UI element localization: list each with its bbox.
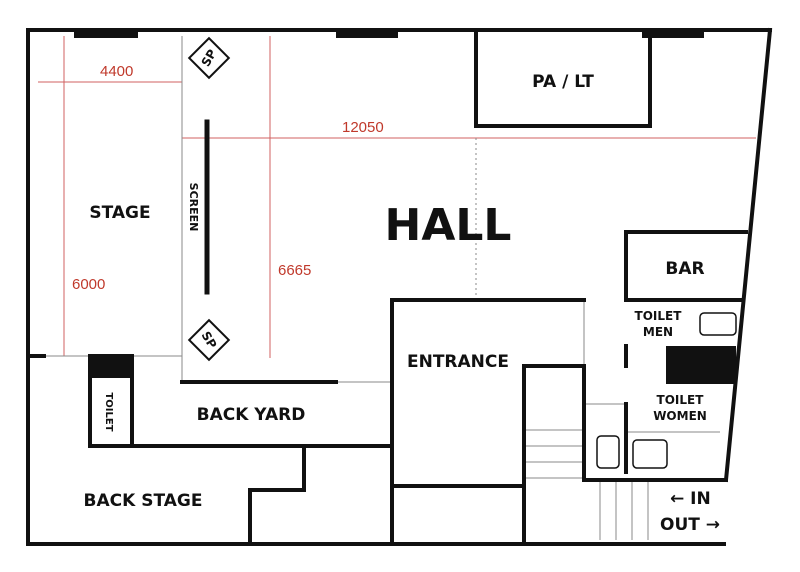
dimension-hall-depth: 6665 (278, 262, 311, 279)
dimension-hall-width: 12050 (342, 119, 384, 136)
back-stage-label: BACK STAGE (84, 491, 203, 511)
toilet-women-label-2: WOMEN (653, 409, 707, 423)
toilet-block-back (90, 356, 132, 378)
entrance-label: ENTRANCE (407, 352, 509, 372)
dimension-stage-width: 4400 (100, 63, 133, 80)
toilet-men-label-2: MEN (643, 325, 673, 339)
out-label: OUT → (660, 515, 720, 535)
bar-label: BAR (665, 259, 704, 279)
toilet-women-label-1: TOILET (657, 393, 705, 407)
toilet-block-women (666, 346, 736, 384)
walls (26, 27, 773, 546)
pa-lt-label: PA / LT (532, 72, 594, 92)
hall-label: HALL (385, 200, 512, 251)
toilet-fixtures (596, 312, 737, 469)
speaker-top: SP (187, 36, 231, 80)
toilet-men-label-1: TOILET (635, 309, 683, 323)
back-yard-label: BACK YARD (197, 405, 306, 425)
dimension-lines (38, 36, 756, 358)
speaker-bottom: SP (187, 318, 231, 362)
in-label: ← IN (670, 489, 711, 509)
thin-lines (38, 36, 720, 540)
toilet-back-label: TOILET (103, 392, 114, 431)
screen-label: SCREEN (187, 183, 200, 232)
stage-label: STAGE (89, 203, 150, 223)
dimension-stage-depth: 6000 (72, 276, 105, 293)
